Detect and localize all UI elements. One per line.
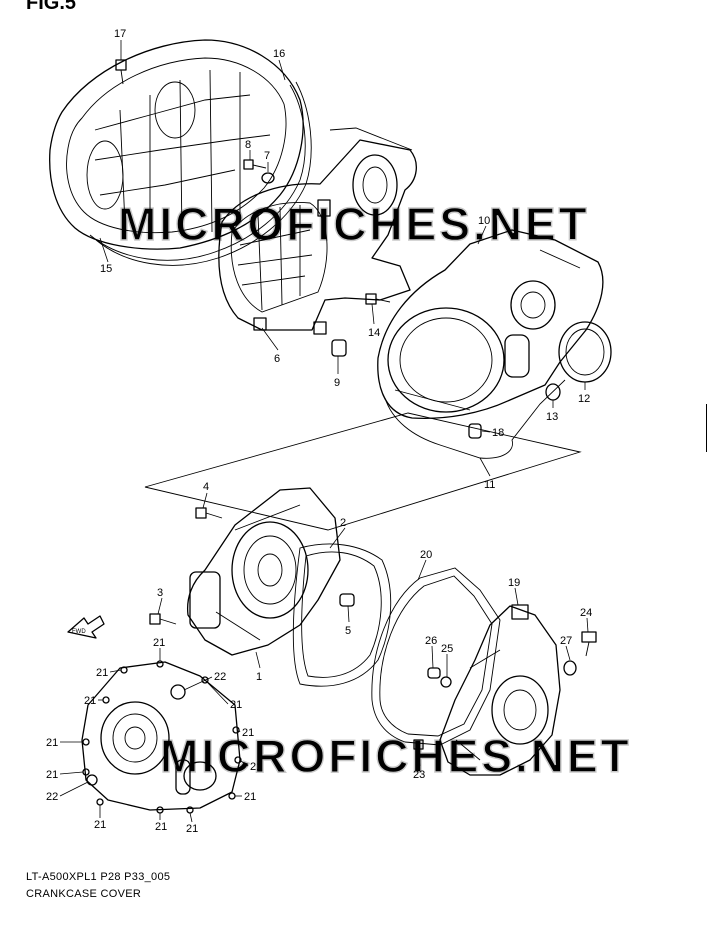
callout-15[interactable]: 15 <box>100 263 112 275</box>
callout-24[interactable]: 24 <box>580 607 592 619</box>
diagram-title: CRANKCASE COVER <box>26 888 142 900</box>
bolt-23[interactable] <box>413 739 424 750</box>
plug-18[interactable] <box>468 423 482 439</box>
callout-21-right-d[interactable]: 21 <box>244 791 256 803</box>
inner-clutch-cover[interactable] <box>218 127 417 335</box>
clutch-cover[interactable] <box>377 229 604 419</box>
callout-14[interactable]: 14 <box>368 327 380 339</box>
clutch-cover-gasket[interactable] <box>384 379 566 459</box>
callout-19[interactable]: 19 <box>508 577 520 589</box>
crankcase-cover-gasket[interactable] <box>292 543 392 687</box>
callout-2[interactable]: 2 <box>340 517 346 529</box>
page-edge-mark <box>706 404 718 452</box>
callout-1[interactable]: 1 <box>256 671 262 683</box>
callout-17[interactable]: 17 <box>114 28 126 40</box>
magneto-cover-plate[interactable] <box>81 661 241 811</box>
bolt-4[interactable] <box>195 507 223 519</box>
crankcase-cover[interactable] <box>186 487 341 656</box>
callout-21-left-c[interactable]: 21 <box>46 769 58 781</box>
callout-25[interactable]: 27 <box>560 635 572 647</box>
callout-18[interactable]: 18 <box>492 427 504 439</box>
callout-21-upper-left[interactable]: 21 <box>96 667 108 679</box>
callout-22-upper-right[interactable]: 22 <box>214 671 226 683</box>
fwd-label: FWD <box>72 629 86 635</box>
callout-16[interactable]: 16 <box>273 48 285 60</box>
callout-12[interactable]: 12 <box>578 393 590 405</box>
callout-8[interactable]: 8 <box>245 139 251 151</box>
callout-3[interactable]: 3 <box>157 587 163 599</box>
callout-21-top[interactable]: 21 <box>153 637 165 649</box>
callout-27[interactable]: 25 <box>441 643 453 655</box>
callout-7[interactable]: 7 <box>264 150 270 162</box>
callout-labels: 17 16 15 8 7 6 9 14 10 12 13 18 11 4 2 3… <box>46 28 592 835</box>
generator-cover-gasket[interactable] <box>371 567 501 746</box>
plug-24[interactable] <box>581 631 597 657</box>
callout-21-left-a[interactable]: 21 <box>84 695 96 707</box>
callout-26[interactable]: 26 <box>425 635 437 647</box>
dowel-26[interactable] <box>427 667 441 679</box>
bolt-heads-21 <box>82 660 242 814</box>
bolt-3[interactable] <box>149 613 177 625</box>
callout-13[interactable]: 13 <box>546 411 558 423</box>
callout-11[interactable]: 11 <box>484 479 495 491</box>
outer-cover-gasket[interactable] <box>89 81 312 266</box>
callout-23[interactable]: 23 <box>413 769 425 781</box>
generator-cover[interactable] <box>439 604 561 776</box>
callout-21-right-a[interactable]: 21 <box>230 699 242 711</box>
callout-4[interactable]: 4 <box>203 481 209 493</box>
leader-lines-plate <box>59 648 249 823</box>
callout-5[interactable]: 5 <box>345 625 351 637</box>
figure-label: FIG.5 <box>26 0 77 14</box>
callout-21-bottom-a[interactable]: 21 <box>94 819 106 831</box>
callout-10[interactable]: 10 <box>478 215 490 227</box>
bolt-8[interactable] <box>243 159 267 170</box>
oring-25[interactable] <box>563 660 577 676</box>
callout-6[interactable]: 6 <box>274 353 280 365</box>
watermark-upper: MICROFICHES.NET <box>118 198 590 250</box>
forward-direction-arrow: FWD <box>67 615 105 639</box>
bolt-14[interactable] <box>365 293 391 305</box>
callout-21-bottom-b[interactable]: 21 <box>155 821 167 833</box>
callout-22-left[interactable]: 22 <box>46 791 58 803</box>
leader-lines <box>99 40 589 767</box>
callout-9[interactable]: 9 <box>334 377 340 389</box>
callout-21-right-b[interactable]: 21 <box>242 727 254 739</box>
callout-20[interactable]: 20 <box>420 549 432 561</box>
washer-7[interactable] <box>261 172 275 184</box>
dowel-9[interactable] <box>331 339 347 357</box>
callout-21-bottom-c[interactable]: 21 <box>186 823 198 835</box>
callout-21-right-c[interactable]: 21 <box>250 761 262 773</box>
callout-21-left-b[interactable]: 21 <box>46 737 58 749</box>
dowel-5[interactable] <box>339 593 355 607</box>
oring-27[interactable] <box>440 676 452 688</box>
assembly-outline-box <box>144 412 582 531</box>
diagram-reference-code: LT-A500XPL1 P28 P33_005 <box>26 871 171 883</box>
